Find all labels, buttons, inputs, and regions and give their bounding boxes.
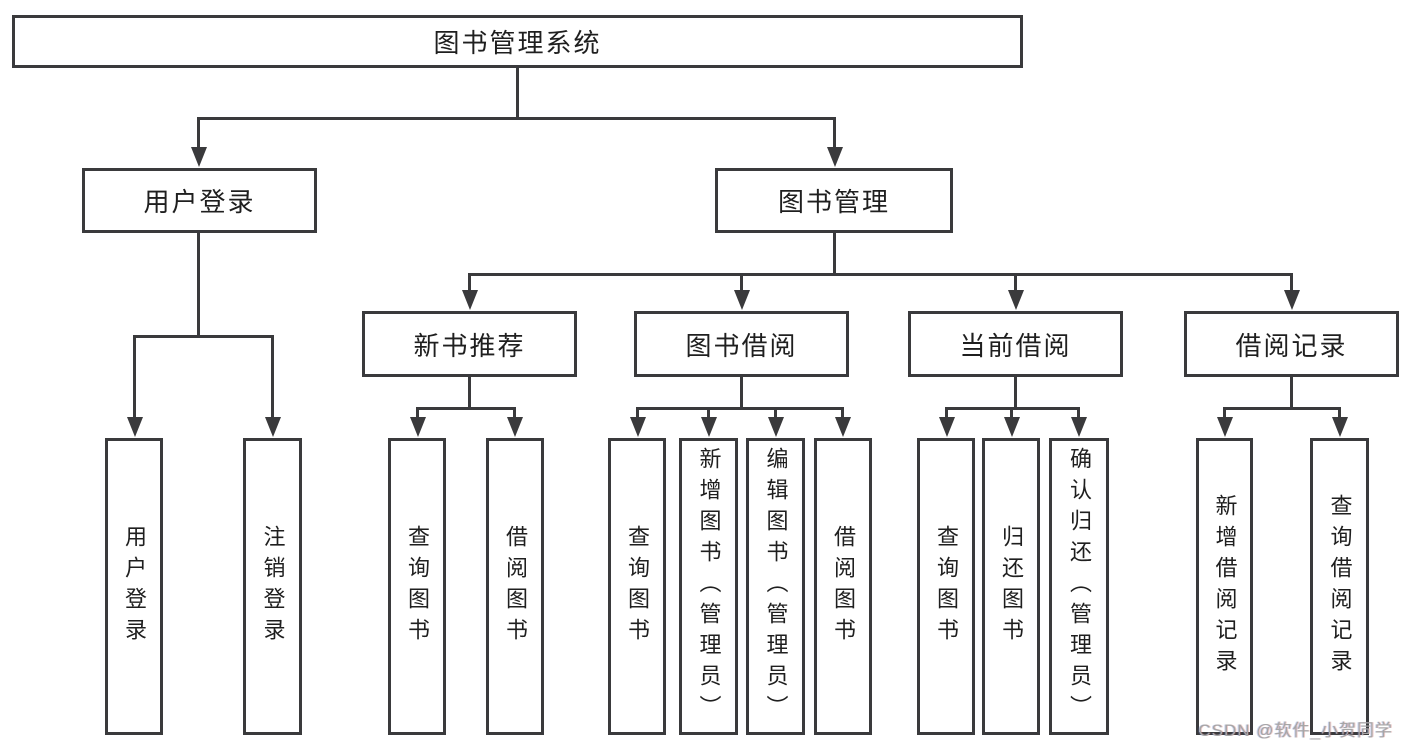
- node-book-borrowing: 图书借阅: [634, 311, 849, 377]
- leaf-logout: 注销登录: [243, 438, 302, 735]
- connector-bus-root: [198, 117, 835, 120]
- arrow-down-icon: [468, 273, 471, 291]
- leaf-return-books: 归还图书: [982, 438, 1040, 735]
- node-user-login: 用户登录: [82, 168, 317, 233]
- leaf-borrow-books: 借阅图书: [814, 438, 872, 735]
- arrow-down-icon: [636, 407, 639, 418]
- leaf-label: 注销登录: [260, 524, 286, 649]
- leaf-label: 借阅图书: [831, 524, 856, 649]
- node-label: 图书借阅: [685, 330, 798, 361]
- leaf-query-books-recommend: 查询图书: [388, 438, 446, 735]
- connector-bus-user-login: [133, 335, 273, 338]
- leaf-query-borrow-record: 查询借阅记录: [1310, 438, 1369, 735]
- node-label: 用户登录: [143, 187, 256, 217]
- connector-bus-borrow-records: [1224, 407, 1340, 410]
- arrow-down-icon: [1014, 273, 1017, 291]
- connector-trunk-book-management: [833, 233, 836, 273]
- leaf-query-books-current: 查询图书: [917, 438, 975, 735]
- node-library-system: 图书管理系统: [12, 15, 1023, 68]
- connector-bus-book-borrow: [637, 407, 843, 410]
- arrow-down-icon: [740, 273, 743, 291]
- node-label: 新书推荐: [413, 330, 526, 361]
- node-new-book-recommend: 新书推荐: [362, 311, 577, 377]
- leaf-edit-book-admin: 编辑图书（管理员）: [746, 438, 805, 735]
- connector-bus-new-book: [417, 407, 515, 410]
- connector-trunk-book-borrow: [740, 377, 743, 407]
- leaf-label: 确认归还（管理员）: [1067, 447, 1092, 726]
- arrow-down-icon: [197, 117, 200, 148]
- arrow-down-icon: [1077, 407, 1080, 418]
- arrow-down-icon: [833, 117, 836, 148]
- arrow-down-icon: [416, 407, 419, 418]
- leaf-label: 用户登录: [122, 524, 147, 649]
- node-label: 借阅记录: [1235, 330, 1348, 361]
- leaf-label: 查询图书: [934, 524, 959, 649]
- leaf-label: 查询图书: [405, 524, 430, 649]
- node-book-management: 图书管理: [715, 168, 953, 233]
- arrow-down-icon: [1290, 273, 1293, 291]
- leaf-label: 新增图书（管理员）: [696, 447, 722, 726]
- node-label: 图书管理系统: [433, 28, 602, 58]
- connector-trunk-new-book: [468, 377, 471, 407]
- arrow-down-icon: [1223, 407, 1226, 418]
- leaf-label: 编辑图书（管理员）: [763, 447, 789, 726]
- connector-trunk-user-login: [197, 233, 200, 335]
- connector-trunk-current-borrow: [1014, 377, 1017, 407]
- leaf-user-login: 用户登录: [105, 438, 163, 735]
- leaf-label: 归还图书: [999, 524, 1024, 649]
- node-current-borrowing: 当前借阅: [908, 311, 1123, 377]
- arrow-down-icon: [707, 407, 710, 418]
- arrow-down-icon: [1338, 407, 1341, 418]
- node-label: 当前借阅: [959, 330, 1072, 361]
- node-borrowing-records: 借阅记录: [1184, 311, 1399, 377]
- arrow-down-icon: [841, 407, 844, 418]
- arrow-down-icon: [774, 407, 777, 418]
- leaf-borrow-books-recommend: 借阅图书: [486, 438, 544, 735]
- leaf-add-borrow-record: 新增借阅记录: [1196, 438, 1253, 735]
- leaf-add-book-admin: 新增图书（管理员）: [679, 438, 738, 735]
- arrow-down-icon: [1010, 407, 1013, 418]
- leaf-confirm-return-admin: 确认归还（管理员）: [1049, 438, 1109, 735]
- leaf-label: 借阅图书: [503, 524, 528, 649]
- arrow-down-icon: [271, 335, 274, 418]
- leaf-label: 新增借阅记录: [1212, 493, 1238, 680]
- leaf-label: 查询图书: [625, 524, 650, 649]
- connector-trunk-root: [516, 68, 519, 117]
- arrow-down-icon: [133, 335, 136, 418]
- leaf-query-books-borrow: 查询图书: [608, 438, 666, 735]
- connector-trunk-borrow-records: [1290, 377, 1293, 407]
- connector-bus-book-management: [469, 273, 1292, 276]
- leaf-label: 查询借阅记录: [1327, 493, 1353, 680]
- arrow-down-icon: [513, 407, 516, 418]
- csdn-watermark: CSDN @软件_小贺同学: [1198, 721, 1393, 740]
- arrow-down-icon: [945, 407, 948, 418]
- node-label: 图书管理: [777, 187, 890, 217]
